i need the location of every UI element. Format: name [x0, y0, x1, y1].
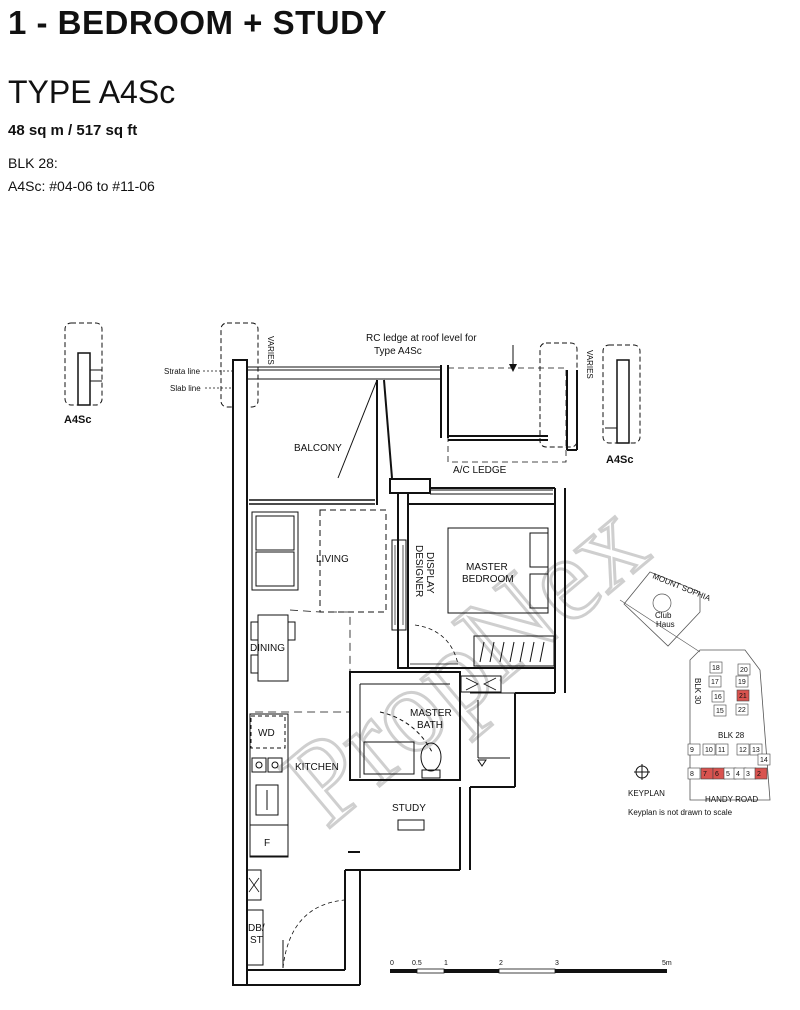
room-db-1: DB/	[248, 923, 265, 934]
keyplan-clubhouse-1: Club	[655, 611, 672, 620]
keyplan-unit-box	[737, 663, 751, 676]
keyplan-unit-number: 4	[736, 771, 740, 778]
keyplan-unit-number: 13	[752, 747, 760, 754]
keyplan	[619, 571, 771, 801]
left-elevation-label: A4Sc	[64, 414, 92, 426]
keyplan-unit-box	[713, 704, 727, 717]
keyplan-unit-box	[749, 743, 763, 756]
keyplan-unit-box	[735, 703, 749, 716]
keyplan-unit-number: 12	[739, 747, 747, 754]
north-arrow-icon	[634, 764, 650, 780]
bath-fittings	[363, 700, 510, 779]
dining-table	[250, 614, 296, 682]
room-designer-display-1: DESIGNER	[413, 545, 424, 597]
kitchen-counter	[249, 713, 289, 858]
scale-tick-label: 3	[555, 960, 559, 967]
room-master-bedroom-2: BEDROOM	[462, 574, 514, 585]
rc-ledge-note-line1: RC ledge at roof level for	[366, 333, 477, 344]
varies-label-right: VARIES	[585, 350, 594, 379]
keyplan-unit-number: 16	[714, 694, 722, 701]
left-elevation	[64, 322, 103, 406]
keyplan-unit-number: 10	[705, 747, 713, 754]
sofa	[251, 511, 299, 591]
unit-area: 48 sq m / 517 sq ft	[8, 122, 138, 139]
keyplan-unit-box	[708, 675, 722, 688]
room-kitchen: KITCHEN	[295, 762, 339, 773]
unit-walls	[232, 359, 578, 986]
keyplan-unit-number: 21	[739, 693, 747, 700]
keyplan-unit-number: 5	[726, 771, 730, 778]
varies-label-left: VARIES	[266, 336, 275, 365]
strata-line-label: Strata line	[164, 367, 201, 376]
keyplan-unit-number: 11	[718, 747, 725, 754]
scale-tick-label: 2	[499, 960, 503, 967]
rc-ledge-note-line2: Type A4Sc	[374, 346, 422, 357]
scale-bar	[390, 968, 667, 974]
keyplan-clubhouse-2: Haus	[656, 620, 675, 629]
keyplan-unit-number: 18	[712, 665, 720, 672]
scale-tick-label: 0	[390, 960, 394, 967]
keyplan-unit-number: 2	[757, 771, 761, 778]
keyplan-unit-box	[754, 767, 768, 780]
room-wd: WD	[258, 728, 275, 739]
keyplan-unit-number: 15	[716, 708, 724, 715]
unit-category-title: 1 - BEDROOM + STUDY	[8, 4, 387, 41]
keyplan-unit-box	[687, 743, 701, 756]
scale-tick-label: 0.5	[412, 960, 422, 967]
keyplan-unit-number: 22	[738, 707, 746, 714]
keyplan-unit-box	[715, 743, 729, 756]
keyplan-unit-box	[736, 689, 750, 702]
keyplan-unit-number: 14	[760, 757, 768, 764]
room-ac-ledge: A/C LEDGE	[453, 465, 507, 476]
room-dining: DINING	[250, 643, 285, 654]
scale-tick-label: 5m	[662, 960, 672, 967]
keyplan-road-bottom: HANDY ROAD	[705, 795, 758, 804]
right-elevation	[602, 344, 641, 444]
keyplan-unit-box	[735, 675, 749, 688]
wardrobe	[473, 635, 555, 667]
room-master-bedroom-1: MASTER	[466, 562, 508, 573]
slab-line-label: Slab line	[170, 384, 201, 393]
keyplan-unit-box	[736, 743, 750, 756]
block-label: BLK 28:	[8, 155, 58, 171]
keyplan-unit-box	[687, 767, 701, 780]
room-study: STUDY	[392, 803, 426, 814]
right-elevation-label: A4Sc	[606, 454, 634, 466]
keyplan-unit-number: 3	[746, 771, 750, 778]
keyplan-blk30: BLK 30	[693, 678, 702, 705]
scale-tick-label: 1	[444, 960, 448, 967]
keyplan-unit-number: 17	[711, 679, 719, 686]
keyplan-label: KEYPLAN	[628, 789, 665, 798]
room-designer-display-2: DISPLAY	[424, 552, 435, 594]
room-balcony: BALCONY	[294, 443, 342, 454]
keyplan-unit-box	[757, 753, 771, 766]
room-master-bath-2: BATH	[417, 720, 443, 731]
keyplan-note: Keyplan is not drawn to scale	[628, 808, 733, 817]
keyplan-unit-number: 7	[703, 771, 707, 778]
keyplan-unit-number: 8	[690, 771, 694, 778]
keyplan-unit-number: 20	[740, 667, 748, 674]
keyplan-unit-box	[711, 690, 725, 703]
bed	[447, 527, 549, 614]
unit-numbers: A4Sc: #04-06 to #11-06	[8, 178, 155, 194]
keyplan-blk28: BLK 28	[718, 731, 745, 740]
keyplan-unit-number: 19	[738, 679, 746, 686]
room-master-bath-1: MASTER	[410, 708, 452, 719]
living-table	[319, 509, 387, 613]
keyplan-road-top: MOUNT SOPHIA	[651, 572, 712, 604]
room-db-2: ST	[250, 935, 263, 946]
keyplan-unit-number: 6	[715, 771, 719, 778]
keyplan-unit-number: 9	[690, 747, 694, 754]
room-fridge: F	[264, 838, 270, 849]
keyplan-unit-box	[709, 661, 723, 674]
keyplan-unit-box	[702, 743, 716, 756]
room-living: LIVING	[316, 554, 349, 565]
unit-type-title: TYPE A4Sc	[8, 74, 176, 110]
